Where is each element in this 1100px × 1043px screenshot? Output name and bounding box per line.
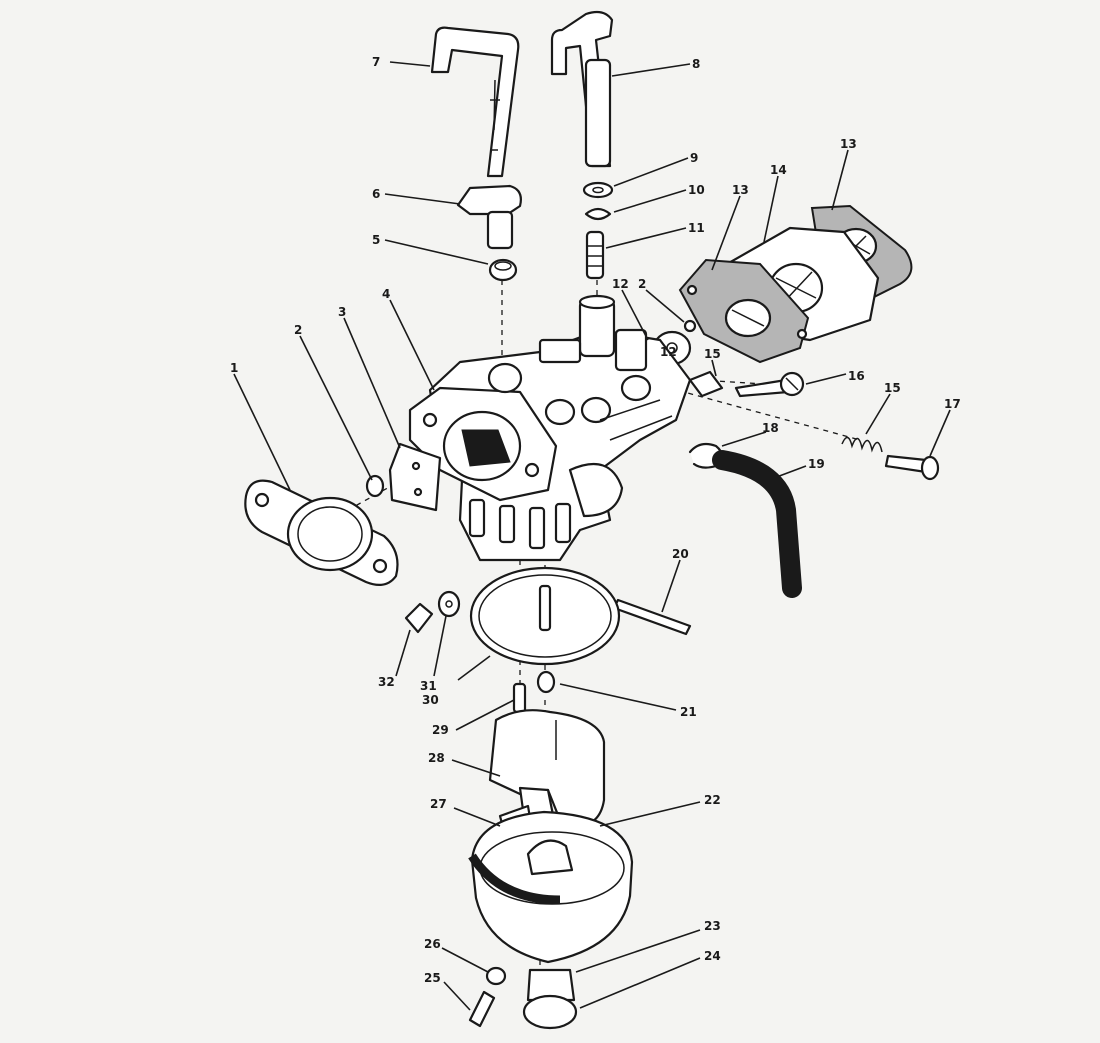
callout-13b: 13	[840, 137, 857, 151]
part-idle-screw	[884, 454, 940, 481]
part-bowl-drain-screw	[468, 990, 496, 1028]
part-main-jet	[536, 670, 556, 694]
callout-31: 31	[420, 679, 437, 693]
part-carburetor-body	[408, 294, 692, 562]
callout-11: 11	[688, 221, 705, 235]
part-drain-washer	[437, 590, 461, 618]
part-gasket-inner	[678, 258, 810, 364]
callout-13: 13	[732, 183, 749, 197]
callout-labels: 1 2 2 3 4 5 6 7 8 9 10 11 12 12 13 13 14…	[230, 55, 961, 985]
callout-25: 25	[424, 971, 441, 985]
callout-3: 3	[338, 305, 346, 319]
callout-24: 24	[704, 949, 721, 963]
callout-23: 23	[704, 919, 721, 933]
callout-1: 1	[230, 361, 238, 375]
callout-32: 32	[378, 675, 395, 689]
callout-27: 27	[430, 797, 447, 811]
part-clip	[584, 207, 612, 221]
callout-2: 2	[294, 323, 302, 337]
part-bowl-drain-washer	[485, 966, 507, 986]
part-adjust-screw	[585, 230, 605, 280]
callout-12: 12	[612, 277, 629, 291]
callout-29: 29	[432, 723, 449, 737]
callout-19: 19	[808, 457, 825, 471]
callout-21: 21	[680, 705, 697, 719]
callout-26: 26	[424, 937, 441, 951]
part-float-bowl	[468, 810, 634, 964]
part-gasket-outer	[810, 204, 913, 302]
part-plate-screw	[365, 474, 385, 498]
part-choke-rod	[430, 26, 520, 178]
callout-8: 8	[692, 57, 700, 71]
part-float-pin	[612, 598, 692, 636]
callout-5: 5	[372, 233, 380, 247]
part-idle-spring	[841, 436, 883, 453]
part-inlet-needle	[512, 682, 527, 714]
part-bowl-gasket	[469, 566, 621, 666]
callout-30: 30	[422, 693, 439, 707]
part-throttle-lever	[456, 184, 522, 250]
callout-2b: 2	[638, 277, 646, 291]
callout-7: 7	[372, 55, 380, 69]
part-drain-screw	[404, 602, 434, 634]
part-needle-screw	[688, 370, 805, 398]
callout-16: 16	[848, 369, 865, 383]
callout-15: 15	[704, 347, 721, 361]
callout-10: 10	[688, 183, 705, 197]
callout-28: 28	[428, 751, 445, 765]
callout-4: 4	[382, 287, 390, 301]
callout-15b: 15	[884, 381, 901, 395]
callout-9: 9	[690, 151, 698, 165]
part-throttle-shaft	[550, 10, 614, 168]
part-choke-plate	[388, 442, 442, 512]
part-flange-gasket	[244, 479, 399, 587]
callout-14: 14	[770, 163, 787, 177]
leader-lines	[233, 61, 951, 1011]
part-fuel-hose	[712, 450, 802, 598]
part-bushing	[488, 258, 518, 282]
part-bowl-nut	[522, 968, 578, 1030]
callout-22: 22	[704, 793, 721, 807]
callout-6: 6	[372, 187, 380, 201]
callout-18: 18	[762, 421, 779, 435]
callout-12b: 12	[660, 345, 677, 359]
callout-20: 20	[672, 547, 689, 561]
part-washer	[582, 181, 614, 199]
callout-17: 17	[944, 397, 961, 411]
